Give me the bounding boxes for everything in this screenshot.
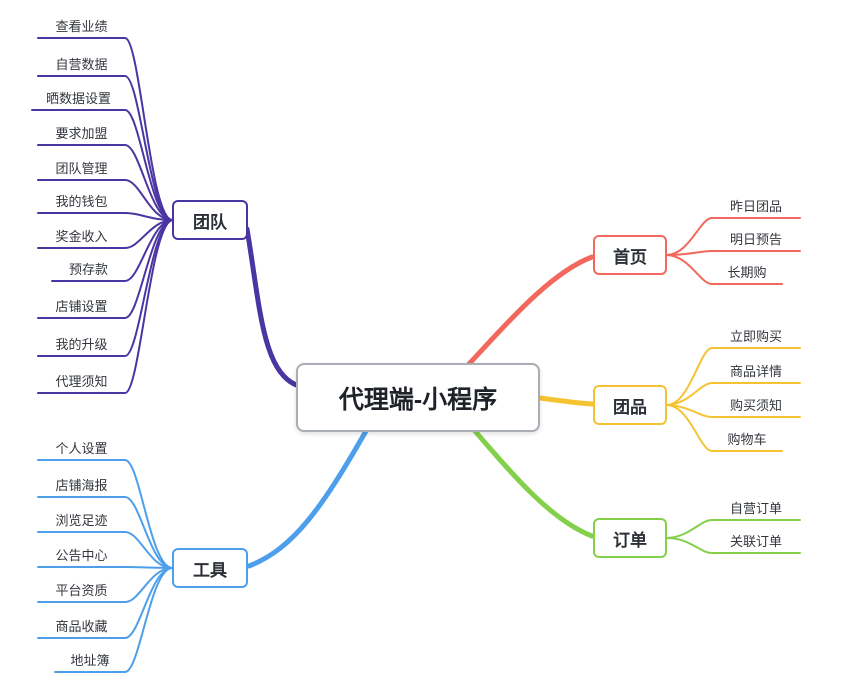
main-connector: [246, 428, 369, 569]
leaf-node[interactable]: 长期购: [727, 265, 767, 280]
leaf-node[interactable]: 自营订单: [729, 501, 782, 516]
main-connector: [244, 226, 302, 389]
leaf-node[interactable]: 奖金收入: [55, 229, 108, 244]
branch-node-home[interactable]: 首页: [593, 235, 667, 275]
branch-node-orders[interactable]: 订单: [593, 518, 667, 558]
leaf-node[interactable]: 公告中心: [55, 548, 108, 563]
leaf-node[interactable]: 明日预告: [729, 232, 782, 247]
leaf-node[interactable]: 昨日团品: [729, 199, 782, 214]
main-connector: [472, 428, 595, 539]
leaf-node[interactable]: 购买须知: [729, 398, 782, 413]
group-products-connectors: [537, 347, 801, 452]
leaf-node[interactable]: 我的升级: [55, 337, 108, 352]
leaf-node[interactable]: 店铺海报: [55, 478, 108, 493]
branch-node-team[interactable]: 团队: [172, 200, 248, 240]
leaf-node[interactable]: 要求加盟: [55, 126, 108, 141]
leaf-node[interactable]: 我的钱包: [55, 194, 108, 209]
leaf-node[interactable]: 预存款: [68, 262, 108, 277]
branch-node-tools[interactable]: 工具: [172, 548, 248, 588]
branch-node-group-products[interactable]: 团品: [593, 385, 667, 425]
leaf-node[interactable]: 平台资质: [55, 583, 108, 598]
leaf-node[interactable]: 关联订单: [729, 534, 782, 549]
leaf-node[interactable]: 店铺设置: [55, 299, 108, 314]
leaf-node[interactable]: 浏览足迹: [55, 513, 108, 528]
center-node[interactable]: 代理端-小程序: [296, 363, 540, 432]
leaf-node[interactable]: 地址簿: [70, 653, 110, 668]
main-connector: [537, 395, 595, 407]
main-connector: [466, 254, 595, 367]
home-connectors: [466, 217, 801, 367]
leaf-node[interactable]: 商品详情: [729, 364, 782, 379]
leaf-node[interactable]: 购物车: [727, 432, 767, 447]
leaf-node[interactable]: 个人设置: [55, 441, 108, 456]
leaf-node[interactable]: 商品收藏: [55, 619, 108, 634]
leaf-node[interactable]: 自营数据: [55, 57, 108, 72]
leaf-node[interactable]: 查看业绩: [55, 19, 108, 34]
tools-connectors: [37, 428, 369, 673]
leaf-node[interactable]: 晒数据设置: [45, 91, 111, 106]
orders-connectors: [472, 428, 801, 554]
leaf-node[interactable]: 立即购买: [729, 329, 782, 344]
leaf-node[interactable]: 代理须知: [55, 374, 108, 389]
leaf-node[interactable]: 团队管理: [55, 161, 108, 176]
team-connectors: [31, 37, 302, 394]
